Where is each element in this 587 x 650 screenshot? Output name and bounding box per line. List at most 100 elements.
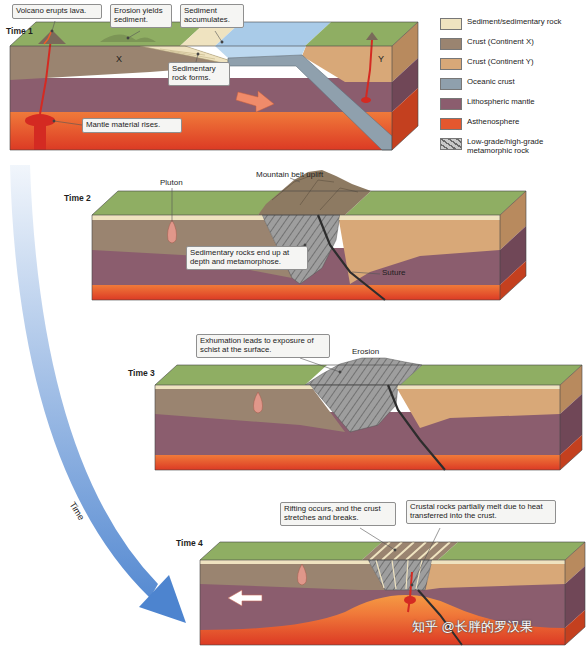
legend-text: Oceanic crust <box>467 78 579 87</box>
callout-text: Mantle material rises. <box>86 121 178 130</box>
legend-swatch <box>440 38 462 50</box>
feature-label: Pluton <box>160 178 183 187</box>
panel-label: Time 1 <box>6 26 33 36</box>
callout-box: Mantle material rises. <box>82 118 182 133</box>
legend-text: Lithospheric mantle <box>467 98 579 107</box>
asthenosphere-layer <box>10 112 392 150</box>
legend-entry: Crust (Continent Y) <box>440 58 579 70</box>
fault-blocks <box>370 542 450 560</box>
continent-y-crust <box>395 385 560 428</box>
block-side <box>392 88 418 150</box>
magma-conduit <box>40 38 51 114</box>
metamorphic-core <box>310 385 398 432</box>
callout-box: Exhumation leads to exposure of schist a… <box>196 334 330 358</box>
partial-melt <box>404 596 416 604</box>
feature-label: Erosion <box>352 347 379 356</box>
sediment-layer <box>397 385 560 389</box>
leader-line <box>172 188 173 222</box>
axis-label: Time <box>68 500 87 522</box>
legend-entry: Crust (Continent X) <box>440 38 579 50</box>
sediment-layer <box>92 215 264 220</box>
suture-line <box>388 385 445 470</box>
block-side <box>500 261 526 300</box>
leader-dot <box>127 37 129 39</box>
continent-y-crust <box>425 560 565 590</box>
land-surface <box>400 365 582 385</box>
asthenosphere-upwelling <box>200 595 565 645</box>
callout-text: Erosion yields sediment. <box>114 7 168 25</box>
callout-text: Exhumation leads to exposure of schist a… <box>200 337 326 355</box>
leader-line <box>412 528 440 585</box>
feature-label: Mountain belt uplift <box>256 170 323 179</box>
legend-entry: Low-grade/high-grade metamorphic rock <box>440 138 579 156</box>
land-surface <box>92 191 284 215</box>
legend-text: Crust (Continent Y) <box>467 58 579 67</box>
melt-conduit <box>408 572 412 612</box>
land-surface <box>200 542 382 560</box>
leader-line <box>360 528 395 550</box>
sediment-layer <box>200 560 370 564</box>
block-side <box>560 435 582 470</box>
continent-label: Y <box>378 54 384 64</box>
block-side <box>565 610 585 645</box>
legend-swatch <box>440 118 462 130</box>
time1-block <box>10 22 418 150</box>
callout-box: Rifting occurs, and the crust stretches … <box>280 502 396 526</box>
leader-lines <box>51 21 440 586</box>
legend-text: Crust (Continent X) <box>467 38 579 47</box>
pluton <box>298 564 307 585</box>
suture-line <box>318 215 385 300</box>
magma-chamber <box>361 97 371 103</box>
time2-block <box>92 170 526 300</box>
callout-box: Sediment accumulates. <box>180 4 244 28</box>
legend-text: Asthenosphere <box>467 118 579 127</box>
callout-text: Crustal rocks partially melt due to heat… <box>410 503 552 521</box>
land-surface <box>438 542 585 560</box>
land-surface <box>155 365 327 385</box>
legend-swatch <box>440 18 462 30</box>
legend-text: Low-grade/high-grade metamorphic rock <box>467 138 579 156</box>
leader-line <box>128 31 140 38</box>
leader-dot <box>339 371 341 373</box>
callout-box: Sedimentary rocks end up at depth and me… <box>186 246 308 270</box>
legend-entry: Lithospheric mantle <box>440 98 579 110</box>
leader-dot <box>411 584 413 586</box>
continent-label: X <box>116 54 122 64</box>
legend-swatch <box>440 98 462 110</box>
callout-text: Sedimentary rocks end up at depth and me… <box>190 249 304 267</box>
time-arrow-head <box>139 575 186 623</box>
panel-label: Time 4 <box>176 538 203 548</box>
asthenosphere-layer <box>92 285 500 300</box>
legend-entry: Sediment/sedimentary rock <box>440 18 579 30</box>
block-outline <box>200 542 585 645</box>
callout-box: Sedimentary rock forms. <box>168 62 230 86</box>
block-outline <box>155 365 582 470</box>
lithospheric-mantle-layer <box>200 582 565 645</box>
magma-conduit <box>366 40 372 98</box>
lava-flow <box>44 30 52 44</box>
block-outline <box>10 22 418 150</box>
oceanic-slab <box>228 55 392 150</box>
callout-text: Sediment accumulates. <box>184 7 240 25</box>
normal-faults <box>376 560 422 589</box>
bedding-lines <box>160 49 215 59</box>
sediment-layer <box>339 215 500 220</box>
callout-box: Volcano erupts lava. <box>12 4 102 19</box>
panel-label: Time 2 <box>64 193 91 203</box>
leader-line <box>352 272 380 274</box>
sediment-layer <box>155 385 313 389</box>
leader-dot <box>197 53 199 55</box>
panel-label: Time 3 <box>128 368 155 378</box>
leader-dot <box>51 30 53 32</box>
continent-y-crust <box>338 215 500 284</box>
legend-swatch <box>440 138 462 150</box>
volcano <box>38 30 66 44</box>
asthenosphere-layer <box>155 455 560 470</box>
legend-swatch <box>440 78 462 90</box>
time3-block <box>155 358 582 470</box>
leader-dot <box>221 41 223 43</box>
land-surface <box>10 22 206 46</box>
leader-dot <box>394 549 396 551</box>
mantle-plume <box>25 114 55 150</box>
callout-text: Volcano erupts lava. <box>16 7 98 16</box>
